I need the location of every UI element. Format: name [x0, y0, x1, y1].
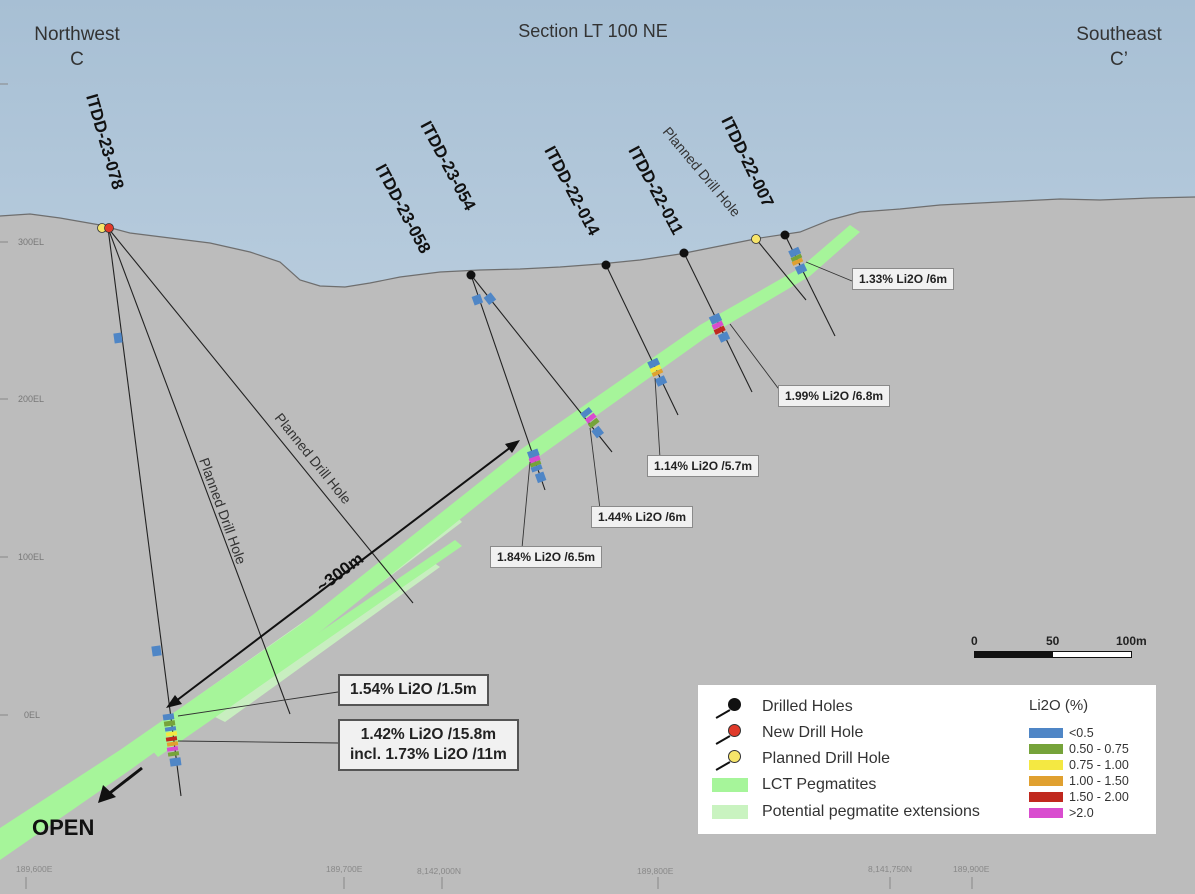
scale-zero: 0: [971, 634, 978, 648]
assay-intervals: [113, 246, 808, 767]
lct-pegmatite: [150, 540, 462, 757]
intercept-line: incl. 1.73% Li2O /11m: [350, 746, 507, 763]
grade-item: 0.50 - 0.75: [1029, 742, 1129, 756]
arrow-head: [166, 695, 182, 708]
scale-bar: 0 50 100m: [970, 634, 1147, 664]
intercept-callout: 1.99% Li2O /6.8m: [778, 385, 891, 407]
drilled-collar-marker: [601, 260, 611, 270]
legend-potential: Potential pegmatite extensions: [712, 800, 980, 824]
legend-lct: LCT Pegmatites: [712, 773, 876, 797]
grade-legend-title: Li2O (%): [1029, 697, 1089, 714]
legend-new: New Drill Hole: [712, 721, 863, 745]
scale-segment-dark: [974, 651, 1054, 658]
intercept-callout: 1.14% Li2O /5.7m: [647, 455, 760, 477]
distance-arrow: [171, 443, 516, 705]
grade-label: <0.5: [1069, 726, 1094, 740]
arrow-head: [505, 440, 520, 453]
topography-line: [0, 196, 1195, 288]
legend-label: LCT Pegmatites: [762, 776, 877, 793]
easting-label: 189,800E: [637, 866, 674, 876]
grade-item: >2.0: [1029, 806, 1094, 820]
planned-trace-top: [755, 238, 807, 301]
elevation-axis: [0, 83, 8, 716]
easting-label: 189,600E: [16, 864, 53, 874]
drilled-collar-marker: [780, 230, 790, 240]
grade-label: 1.00 - 1.50: [1069, 774, 1129, 788]
intercept-callout-major: 1.54% Li2O /1.5m: [338, 674, 489, 706]
scale-mid: 50: [1046, 634, 1060, 648]
legend-label: Potential pegmatite extensions: [762, 803, 980, 820]
intercept-callout: 1.84% Li2O /6.5m: [490, 546, 603, 568]
scale-segment-light: [1052, 651, 1132, 658]
lct-pegmatite: [0, 225, 860, 860]
southeast-letter: C’: [1110, 49, 1128, 70]
intercept-callout: 1.33% Li2O /6m: [852, 268, 955, 290]
easting-label: 8,142,000N: [417, 866, 461, 876]
grade-label: >2.0: [1069, 806, 1094, 820]
grade-item: <0.5: [1029, 726, 1094, 740]
northwest-label: Northwest: [34, 24, 120, 45]
new-hole-icon: [712, 722, 748, 745]
elevation-label: 300EL: [18, 237, 44, 247]
open-label: OPEN: [32, 815, 94, 840]
grade-item: 1.50 - 2.00: [1029, 790, 1129, 804]
legend-drilled: Drilled Holes: [712, 695, 853, 719]
easting-label: 189,700E: [326, 864, 363, 874]
open-arrow: [105, 766, 143, 798]
intercept-callout: 1.44% Li2O /6m: [591, 506, 694, 528]
southeast-label: Southeast: [1076, 24, 1162, 45]
easting-axis: [25, 877, 973, 889]
arrow-head: [98, 785, 116, 803]
drilled-collar-marker: [466, 270, 476, 280]
grade-item: 0.75 - 1.00: [1029, 758, 1129, 772]
legend-label: New Drill Hole: [762, 724, 864, 741]
potential-swatch: [712, 801, 748, 823]
section-title: Section LT 100 NE: [518, 21, 667, 41]
new-collar-marker: [104, 223, 114, 233]
easting-label: 8,141,750N: [868, 864, 912, 874]
planned-hole-icon: [712, 748, 748, 771]
planned-collar-marker: [751, 234, 761, 244]
grade-item: 1.00 - 1.50: [1029, 774, 1129, 788]
grade-label: 0.75 - 1.00: [1069, 758, 1129, 772]
northwest-letter: C: [70, 49, 84, 70]
drilled-hole-icon: [712, 696, 748, 719]
intercept-callout-major: 1.42% Li2O /15.8m incl. 1.73% Li2O /11m: [338, 719, 519, 771]
scale-end: 100m: [1116, 634, 1147, 648]
drill-trace-014: [605, 264, 679, 416]
intercept-line: 1.42% Li2O /15.8m: [360, 726, 497, 743]
lct-swatch: [712, 774, 748, 796]
grade-label: 1.50 - 2.00: [1069, 790, 1129, 804]
elevation-label: 200EL: [18, 394, 44, 404]
planned-trace-078a: [107, 227, 291, 715]
elevation-label: 0EL: [24, 710, 40, 720]
legend-label: Planned Drill Hole: [762, 750, 891, 767]
drilled-collar-marker: [679, 248, 689, 258]
legend-label: Drilled Holes: [762, 698, 853, 715]
drill-trace-078: [107, 227, 182, 797]
elevation-label: 100EL: [18, 552, 44, 562]
planned-trace-078b: [107, 227, 414, 604]
legend-planned: Planned Drill Hole: [712, 747, 890, 771]
easting-label: 189,900E: [953, 864, 990, 874]
grade-label: 0.50 - 0.75: [1069, 742, 1129, 756]
leader-lines: [177, 261, 853, 744]
legend: Drilled Holes New Drill Hole Planned Dri…: [697, 684, 1157, 835]
